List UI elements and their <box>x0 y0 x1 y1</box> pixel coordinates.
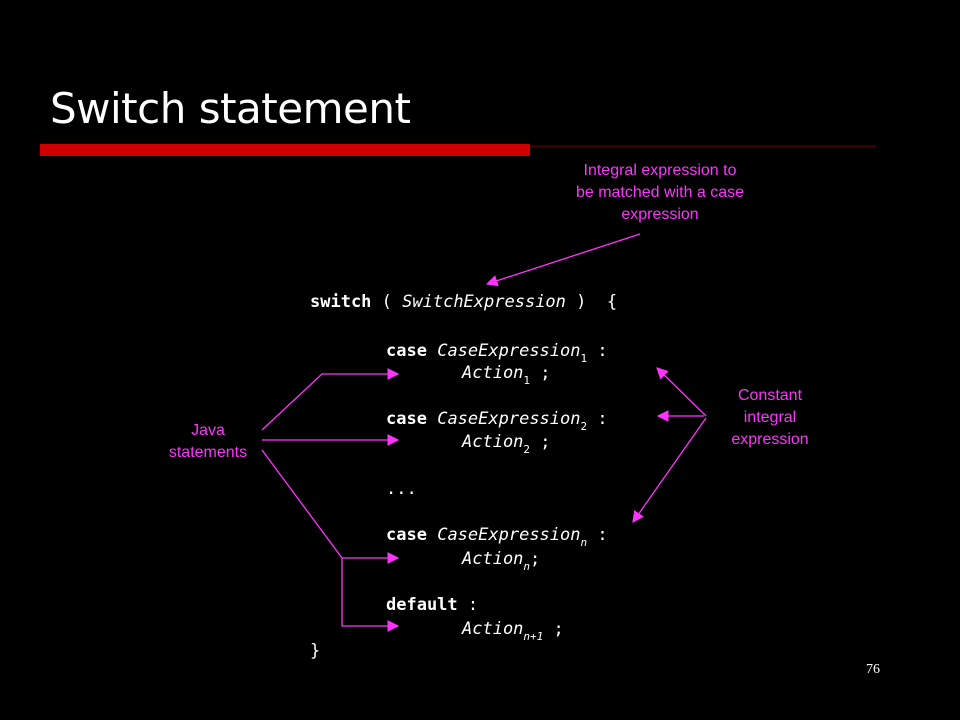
annotation-constant-integral: Constant integral expression <box>700 385 840 451</box>
annotation-line: Java <box>191 422 225 439</box>
code-punct: : <box>587 409 608 429</box>
code-action-default: Actionn+1 ; <box>462 619 564 642</box>
keyword-case: case <box>386 409 427 429</box>
subscript: 1 <box>523 374 531 387</box>
annotation-line: expression <box>621 206 699 223</box>
arrow-to-action-n <box>261 449 400 564</box>
action: Action <box>462 549 524 569</box>
keyword-case: case <box>386 341 427 361</box>
switch-expression: SwitchExpression <box>402 292 566 312</box>
keyword-switch: switch <box>310 292 372 312</box>
code-punct: ( <box>371 292 403 312</box>
title-underline-dark <box>530 145 876 148</box>
annotation-line: integral <box>743 409 797 426</box>
annotation-line: expression <box>731 431 809 448</box>
arrow-to-action-default <box>341 558 400 632</box>
annotation-line: statements <box>168 444 248 461</box>
arrow-to-case-n <box>632 417 707 523</box>
annotation-line: be matched with a case <box>575 184 745 201</box>
code-ellipsis: ... <box>386 479 417 499</box>
action: Action <box>462 363 524 383</box>
keyword-case: case <box>386 525 427 545</box>
arrow-to-action-1 <box>261 368 400 431</box>
annotation-java-statements: Java statements <box>148 420 268 464</box>
subscript: 2 <box>580 420 588 433</box>
case-expression: CaseExpression <box>437 341 581 361</box>
code-case-n: case CaseExpressionn : <box>386 525 608 548</box>
case-expression: CaseExpression <box>437 409 581 429</box>
code-switch-line: switch ( SwitchExpression ) { <box>310 292 617 312</box>
action: Action <box>462 432 524 452</box>
subscript: n <box>523 560 531 573</box>
subscript: n <box>580 536 588 549</box>
code-close-brace: } <box>310 641 321 661</box>
code-action-1: Action1 ; <box>462 363 551 386</box>
subscript: 1 <box>580 352 588 365</box>
annotation-line: Integral expression to <box>583 162 737 179</box>
page-number: 76 <box>866 662 880 677</box>
code-case-2: case CaseExpression2 : <box>386 409 608 432</box>
code-punct: ; <box>530 549 541 569</box>
slide-title: Switch statement <box>50 84 411 133</box>
code-punct: ; <box>543 619 564 639</box>
action: Action <box>462 619 524 639</box>
title-underline-red <box>40 144 530 156</box>
code-punct: : <box>457 595 479 615</box>
code-punct: ) { <box>565 292 618 312</box>
code-punct: : <box>587 341 608 361</box>
code-punct: ; <box>530 363 551 383</box>
arrow-to-switch-expression <box>485 233 641 287</box>
code-punct: ; <box>530 432 551 452</box>
code-punct: : <box>587 525 608 545</box>
case-expression: CaseExpression <box>437 525 581 545</box>
annotation-line: Constant <box>737 387 803 404</box>
code-case-1: case CaseExpression1 : <box>386 341 608 364</box>
code-action-n: Actionn; <box>462 549 541 572</box>
subscript: n+1 <box>523 630 544 643</box>
arrow-to-case-1 <box>656 367 707 417</box>
code-action-2: Action2 ; <box>462 432 551 455</box>
keyword-default: default <box>386 595 458 615</box>
annotation-switch-expression: Integral expression to be matched with a… <box>540 160 780 226</box>
code-default: default : <box>386 595 478 615</box>
subscript: 2 <box>523 443 531 456</box>
